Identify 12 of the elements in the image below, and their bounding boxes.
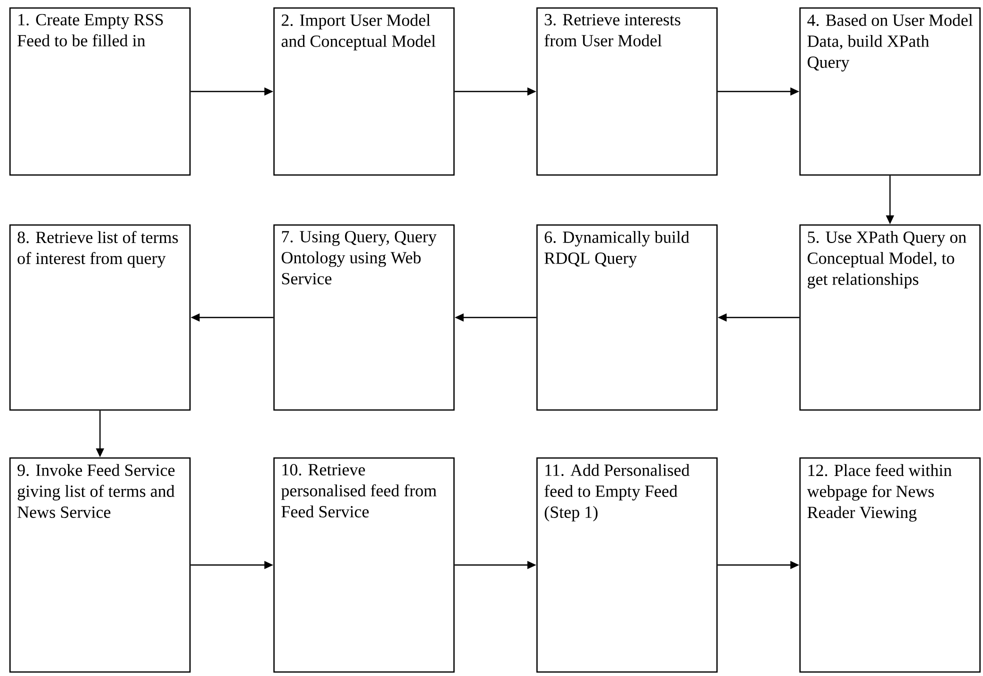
process-box: 1. Create Empty RSS Feed to be filled in	[9, 7, 191, 176]
process-box: 4. Based on User Model Data, build XPath Query	[799, 7, 981, 176]
process-box: 11. Add Personalised feed to Empty Feed (Step 1)	[536, 457, 718, 673]
process-box: 9. Invoke Feed Service giving list of terms and News Service	[9, 457, 191, 673]
process-box: 7. Using Query, Query Ontology using Web Service	[273, 224, 455, 411]
process-box: 6. Dynamically build RDQL Query	[536, 224, 718, 411]
process-box: 2. Import User Model and Conceptual Model	[273, 7, 455, 176]
process-box: 3. Retrieve interests from User Model	[536, 7, 718, 176]
process-box: 12. Place feed within webpage for News Reader Viewing	[799, 457, 981, 673]
process-box: 10. Retrieve personalised feed from Feed Service	[273, 457, 455, 673]
process-box: 8. Retrieve list of terms of interest from query	[9, 224, 191, 411]
process-box: 5. Use XPath Query on Conceptual Model, to get relationships	[799, 224, 981, 411]
